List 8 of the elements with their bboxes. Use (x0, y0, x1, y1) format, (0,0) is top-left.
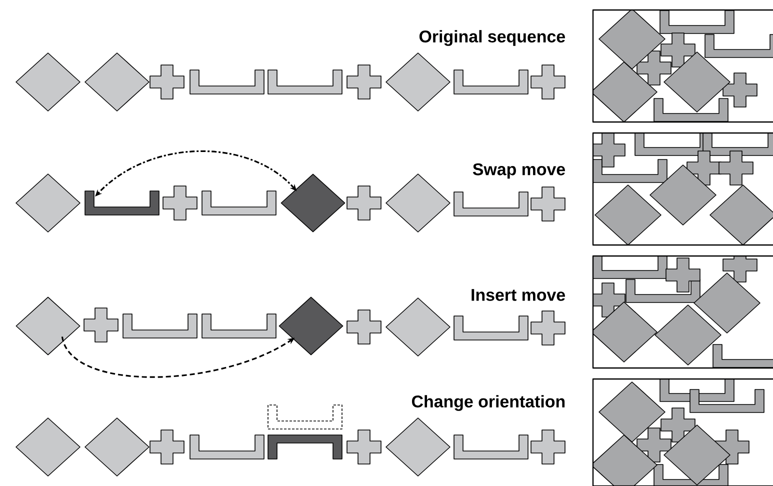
diamond-piece (280, 174, 346, 232)
diamond-piece (16, 296, 80, 356)
channel-piece (84, 190, 160, 216)
diamond-piece (278, 296, 344, 356)
row-title: Change orientation (412, 395, 565, 411)
row-title: Insert move (472, 289, 565, 301)
row-title: Swap move (472, 163, 566, 179)
row-title: Original sequence (419, 30, 566, 46)
